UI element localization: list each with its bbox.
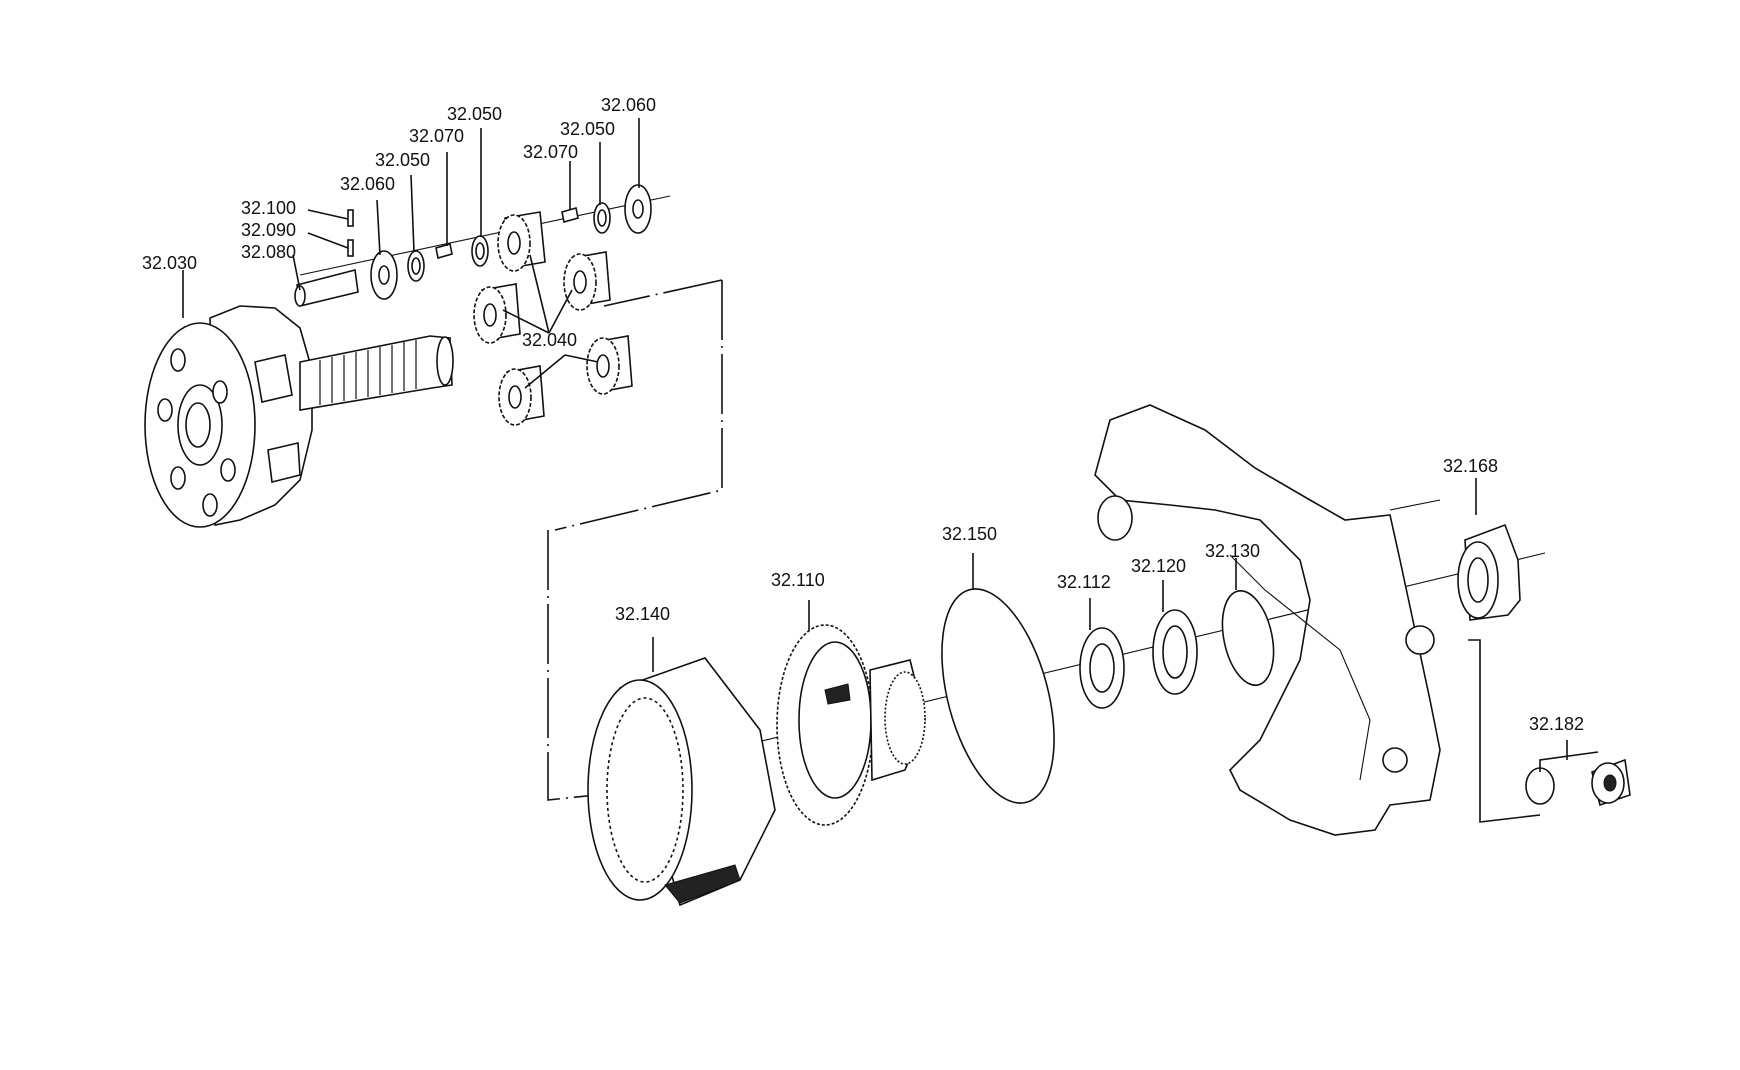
assembly-bracket [547, 279, 723, 801]
planet-gear-32040-2[interactable] [563, 251, 611, 311]
bearing-cup-32112[interactable] [1079, 627, 1125, 709]
roll-pin-32100[interactable] [347, 209, 354, 227]
circlip-32130[interactable] [1215, 586, 1282, 690]
washer-32050-left[interactable] [407, 250, 425, 282]
label-32182: 32.182 [1529, 714, 1584, 734]
washer-32050-mid[interactable] [471, 235, 489, 267]
label-32130: 32.130 [1205, 541, 1260, 561]
label-32050-left: 32.050 [375, 150, 430, 170]
label-32060-right: 32.060 [601, 95, 656, 115]
label-32120: 32.120 [1131, 556, 1186, 576]
part-labels: 32.030 32.100 32.090 32.080 32.060 32.05… [142, 95, 1584, 734]
planet-gear-32040-1[interactable] [497, 211, 546, 272]
label-32110: 32.110 [771, 570, 825, 590]
bearing-32120[interactable] [1152, 609, 1198, 695]
washer-32050-right[interactable] [593, 202, 611, 234]
snap-ring-32150[interactable] [921, 577, 1075, 815]
label-32090: 32.090 [241, 220, 296, 240]
label-32050-right: 32.050 [560, 119, 615, 139]
label-32040: 32.040 [522, 330, 577, 350]
label-32168: 32.168 [1443, 456, 1498, 476]
washer-32060-right[interactable] [624, 184, 652, 234]
label-32050-mid: 32.050 [447, 104, 502, 124]
label-32080: 32.080 [241, 242, 296, 262]
label-32100: 32.100 [241, 198, 296, 218]
label-32070-left: 32.070 [409, 126, 464, 146]
washer-32060-left[interactable] [370, 250, 398, 300]
planet-pin-32080[interactable] [294, 269, 359, 307]
drive-gear-32110[interactable] [776, 624, 926, 826]
plug-32182[interactable] [1468, 639, 1631, 823]
label-32030: 32.030 [142, 253, 197, 273]
label-32060-left: 32.060 [340, 174, 395, 194]
planet-gear-32040-3[interactable] [473, 283, 521, 344]
seal-32168[interactable] [1457, 523, 1521, 621]
label-32150: 32.150 [942, 524, 997, 544]
label-32112: 32.112 [1057, 572, 1111, 592]
planet-carrier-32030[interactable] [144, 305, 454, 528]
needle-32070-right[interactable] [561, 206, 579, 224]
leader-lines [182, 118, 1568, 760]
ring-gear-32140[interactable] [587, 657, 776, 907]
transmission-housing [1094, 404, 1441, 836]
label-32070-right: 32.070 [523, 142, 578, 162]
roll-pin-32090[interactable] [347, 239, 354, 257]
planet-gear-32040-4[interactable] [586, 335, 633, 395]
label-32140: 32.140 [615, 604, 670, 624]
planet-gear-32040-5[interactable] [498, 365, 545, 426]
needle-32070-left[interactable] [435, 242, 453, 260]
